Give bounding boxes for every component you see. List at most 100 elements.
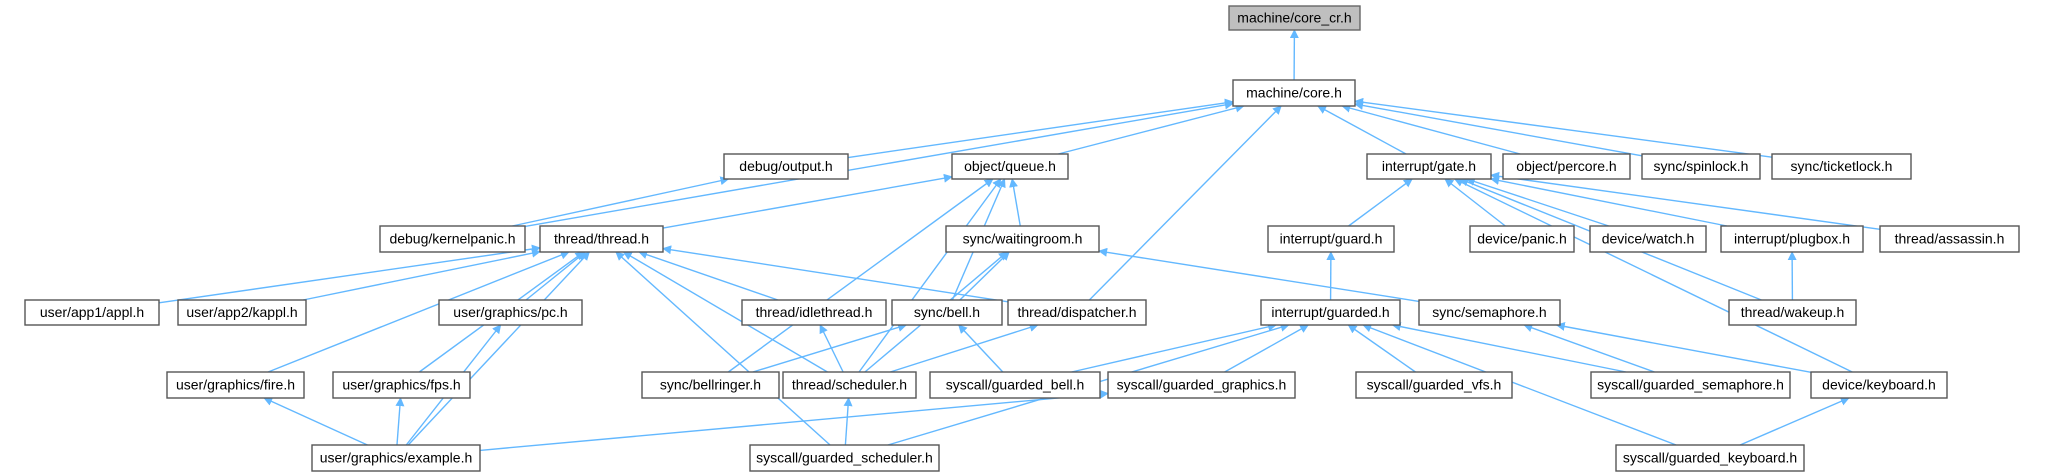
node-thread[interactable]: thread/thread.h <box>539 225 664 253</box>
node-label: thread/assassin.h <box>1895 231 2005 247</box>
edge-example-to-fps <box>395 397 405 446</box>
node-box <box>1355 371 1513 399</box>
node-semaphore[interactable]: sync/semaphore.h <box>1418 299 1561 326</box>
node-box <box>1107 371 1296 399</box>
node-box <box>1260 299 1401 326</box>
node-label: thread/idlethread.h <box>756 304 873 320</box>
node-label: device/panic.h <box>1477 231 1567 247</box>
node-label: sync/waitingroom.h <box>963 231 1083 247</box>
node-guard[interactable]: interrupt/guard.h <box>1267 225 1395 253</box>
edge-example-to-thread <box>407 251 590 446</box>
node-fps[interactable]: user/graphics/fps.h <box>332 371 471 399</box>
node-label: interrupt/guard.h <box>1280 231 1383 247</box>
node-bellringer[interactable]: sync/bellringer.h <box>641 371 780 399</box>
edge-guarded_graphics-to-guarded <box>1224 324 1310 373</box>
node-box <box>1418 299 1561 326</box>
node-pc[interactable]: user/graphics/pc.h <box>438 299 583 326</box>
edge-guarded_semaphore-to-guarded <box>1391 322 1627 373</box>
edge-assassin-to-gate <box>1490 171 1881 231</box>
edge-output-to-core <box>847 98 1234 159</box>
edge-guarded_keyboard-to-guarded <box>1362 323 1677 446</box>
edge-gate-to-core <box>1317 105 1407 155</box>
node-keyboard[interactable]: device/keyboard.h <box>1810 371 1948 399</box>
node-kappl[interactable]: user/app2/kappl.h <box>177 299 307 326</box>
node-panic[interactable]: device/panic.h <box>1469 225 1575 253</box>
edge-waitingroom-to-queue <box>1009 178 1021 227</box>
node-box <box>1366 153 1492 180</box>
node-box <box>166 371 305 399</box>
node-box <box>1228 5 1361 31</box>
edge-ticketlock-to-core <box>1354 97 1773 158</box>
node-box <box>438 299 583 326</box>
node-fire[interactable]: user/graphics/fire.h <box>166 371 305 399</box>
edge-dispatcher-to-thread <box>662 245 1009 303</box>
node-guarded-keyboard[interactable]: syscall/guarded_keyboard.h <box>1615 444 1805 472</box>
node-box <box>1771 153 1912 180</box>
node-bell[interactable]: sync/bell.h <box>891 299 1003 326</box>
node-box <box>539 225 664 253</box>
node-example[interactable]: user/graphics/example.h <box>311 444 481 472</box>
node-label: object/queue.h <box>964 158 1056 174</box>
node-spinlock[interactable]: sync/spinlock.h <box>1641 153 1761 180</box>
node-guarded-bell[interactable]: syscall/guarded_bell.h <box>929 371 1101 399</box>
node-box <box>891 299 1003 326</box>
edge-kernelpanic-to-output <box>512 176 730 227</box>
node-box <box>951 153 1069 180</box>
node-idlethread[interactable]: thread/idlethread.h <box>741 299 887 326</box>
node-label: user/app2/kappl.h <box>186 304 297 320</box>
edge-guarded_keyboard-to-keyboard <box>1739 397 1850 446</box>
node-label: sync/spinlock.h <box>1654 158 1749 174</box>
node-box <box>1469 225 1575 253</box>
edge-semaphore-to-waitingroom <box>1098 247 1420 303</box>
node-guarded-scheduler[interactable]: syscall/guarded_scheduler.h <box>749 444 940 472</box>
node-percore[interactable]: object/percore.h <box>1502 153 1631 180</box>
node-label: sync/ticketlock.h <box>1791 158 1893 174</box>
node-wakeup[interactable]: thread/wakeup.h <box>1728 299 1857 326</box>
node-queue[interactable]: object/queue.h <box>951 153 1069 180</box>
node-scheduler[interactable]: thread/scheduler.h <box>782 371 917 399</box>
node-label: device/watch.h <box>1602 231 1695 247</box>
node-watch[interactable]: device/watch.h <box>1589 225 1707 253</box>
node-box <box>723 153 849 180</box>
node-box <box>1589 225 1707 253</box>
node-plugbox[interactable]: interrupt/plugbox.h <box>1720 225 1864 253</box>
edge-queue-to-core <box>1058 103 1245 155</box>
node-label: sync/bellringer.h <box>660 377 761 393</box>
node-label: machine/core.h <box>1246 85 1342 101</box>
node-output[interactable]: debug/output.h <box>723 153 849 180</box>
node-label: thread/thread.h <box>554 231 649 247</box>
node-box <box>1232 79 1356 107</box>
node-guarded-graphics[interactable]: syscall/guarded_graphics.h <box>1107 371 1296 399</box>
node-box <box>1007 299 1147 326</box>
edge-idlethread-to-thread <box>638 250 779 301</box>
node-label: user/graphics/fire.h <box>176 377 295 393</box>
node-guarded[interactable]: interrupt/guarded.h <box>1260 299 1401 326</box>
node-guarded-vfs[interactable]: syscall/guarded_vfs.h <box>1355 371 1513 399</box>
node-dispatcher[interactable]: thread/dispatcher.h <box>1007 299 1147 326</box>
node-core[interactable]: machine/core.h <box>1232 79 1356 107</box>
edge-thread-to-queue <box>662 173 953 229</box>
node-waitingroom[interactable]: sync/waitingroom.h <box>945 225 1100 253</box>
node-label: syscall/guarded_graphics.h <box>1117 377 1287 393</box>
edge-example-to-guarded_graphics <box>479 389 1109 452</box>
node-label: user/app1/appl.h <box>40 304 144 320</box>
edge-keyboard-to-semaphore <box>1555 322 1812 374</box>
node-appl[interactable]: user/app1/appl.h <box>24 299 160 326</box>
node-label: interrupt/guarded.h <box>1271 304 1389 320</box>
node-label: device/keyboard.h <box>1822 377 1936 393</box>
node-gate[interactable]: interrupt/gate.h <box>1366 153 1492 180</box>
node-ticketlock[interactable]: sync/ticketlock.h <box>1771 153 1912 180</box>
edge-bellringer-to-queue <box>727 178 994 373</box>
node-kernelpanic[interactable]: debug/kernelpanic.h <box>379 225 526 253</box>
node-label: syscall/guarded_keyboard.h <box>1623 450 1797 466</box>
node-label: thread/wakeup.h <box>1741 304 1845 320</box>
edge-keyboard-to-gate <box>1453 178 1853 373</box>
node-guarded-semaphore[interactable]: syscall/guarded_semaphore.h <box>1590 371 1791 399</box>
edge-scheduler-to-thread <box>622 251 828 373</box>
node-box <box>379 225 526 253</box>
node-core-cr[interactable]: machine/core_cr.h <box>1228 5 1361 31</box>
edge-guard-to-gate <box>1348 178 1413 227</box>
node-assassin[interactable]: thread/assassin.h <box>1879 225 2020 253</box>
edge-guarded_vfs-to-guarded <box>1347 324 1416 373</box>
